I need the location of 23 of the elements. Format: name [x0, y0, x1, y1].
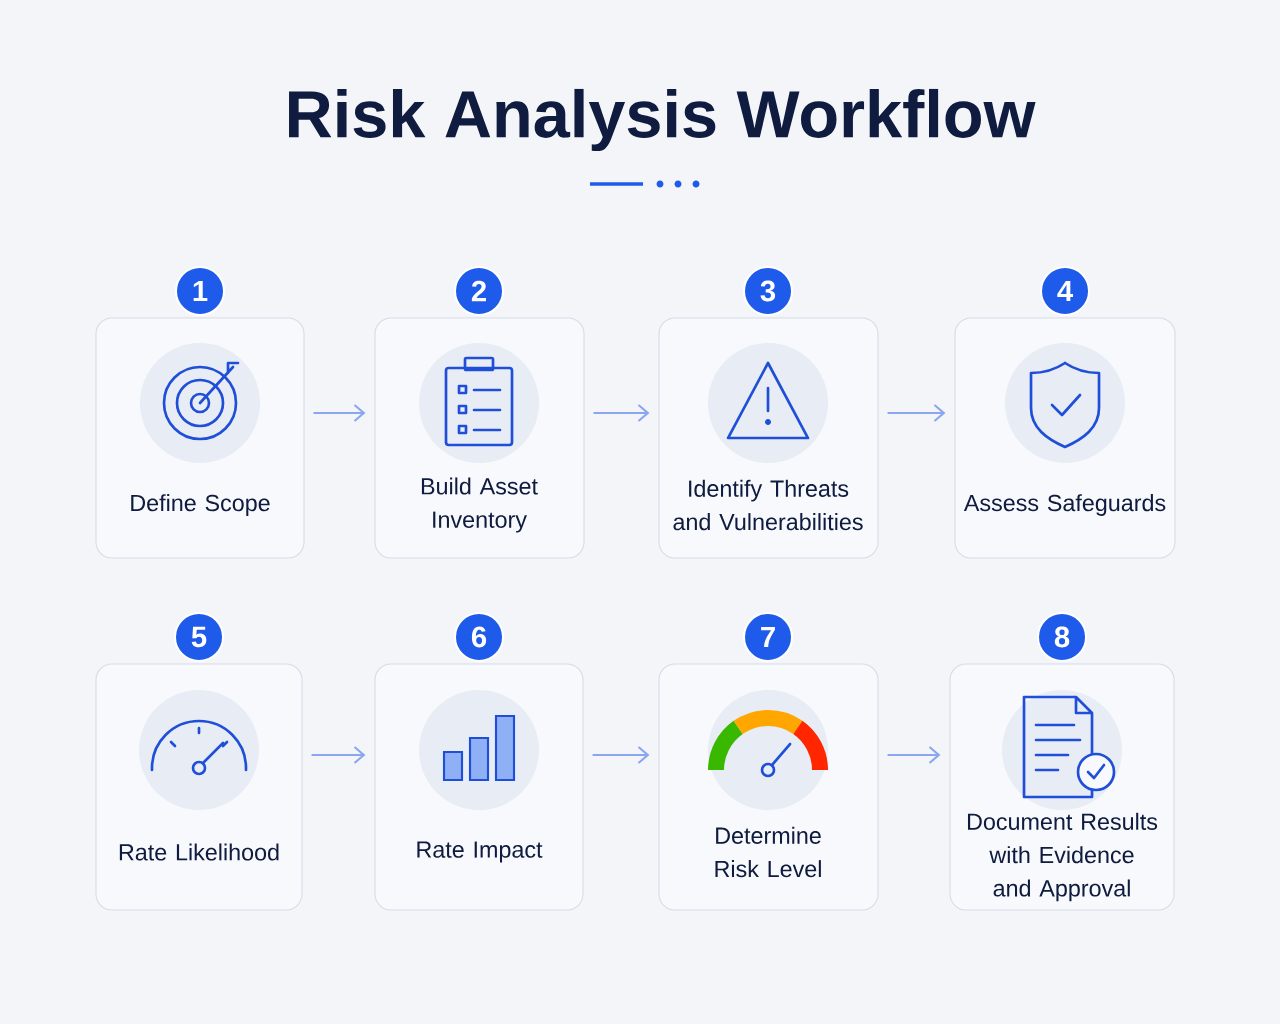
arrow [311, 746, 366, 764]
step-number: 6 [454, 612, 504, 662]
step-number: 2 [454, 266, 504, 316]
step-number: 7 [743, 612, 793, 662]
step-number: 3 [743, 266, 793, 316]
arrow [887, 404, 946, 422]
step-label: Define Scope [131, 494, 270, 516]
title: Risk Analysis Workflow [289, 88, 1036, 152]
arrow [887, 746, 941, 764]
step-label: Determine Risk Level [715, 826, 821, 878]
step-number: 8 [1037, 612, 1087, 662]
arrow [313, 404, 366, 422]
step-label: Identify Threats and Vulnerabilities [673, 479, 863, 531]
step-label: Build Asset Inventory [421, 477, 538, 533]
step-label: Document Results with Evidence and Approval [968, 812, 1158, 902]
step-label: Rate Impact [417, 841, 543, 863]
step-number: 1 [175, 266, 225, 316]
arrow [592, 746, 650, 764]
step-number: 4 [1040, 266, 1090, 316]
step-label: Rate Likelihood [119, 843, 279, 861]
step-number: 5 [174, 612, 224, 662]
step-label: Assess Safeguards [963, 494, 1166, 516]
arrow [593, 404, 650, 422]
